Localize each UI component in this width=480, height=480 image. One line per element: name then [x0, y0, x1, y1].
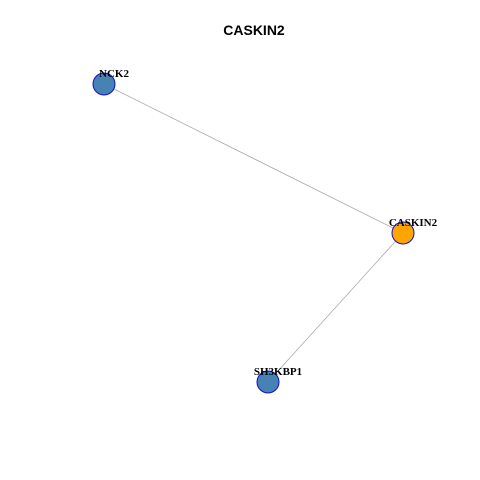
node-circle-sh3kbp1 — [256, 370, 280, 394]
edge-nck2-caskin2 — [103, 83, 404, 234]
node-sh3kbp1: SH3KBP1 — [254, 366, 302, 394]
node-caskin2: CASKIN2 — [389, 217, 438, 245]
node-label-caskin2: CASKIN2 — [389, 217, 438, 229]
node-label-nck2: NCK2 — [99, 68, 129, 80]
node-circle-nck2 — [92, 72, 116, 96]
edges-layer — [103, 83, 404, 383]
node-nck2: NCK2 — [92, 68, 129, 96]
node-label-sh3kbp1: SH3KBP1 — [254, 366, 302, 378]
edge-caskin2-sh3kbp1 — [267, 232, 404, 383]
node-circle-caskin2 — [391, 221, 415, 245]
diagram-title: CASKIN2 — [223, 22, 285, 38]
